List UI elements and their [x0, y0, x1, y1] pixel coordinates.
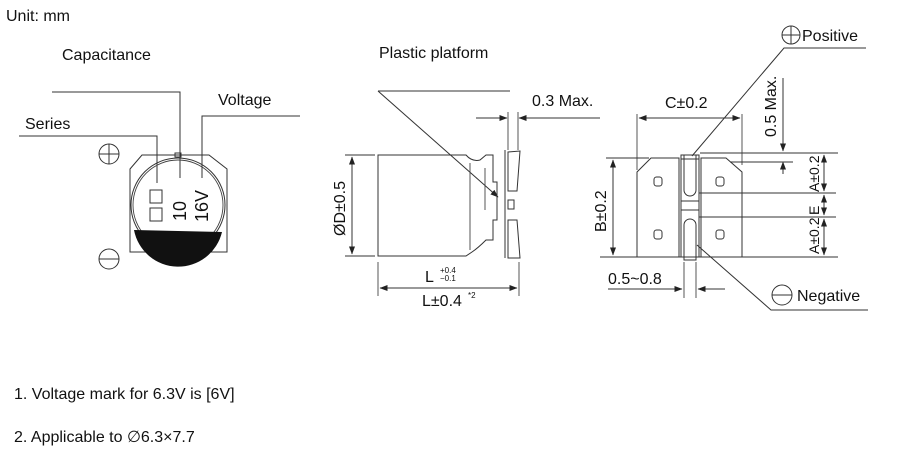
marking-voltage: 16V [192, 190, 212, 222]
length-alt-label: L±0.4 [422, 293, 462, 310]
left-pad [636, 157, 680, 258]
positive-symbol-icon [98, 143, 120, 165]
series-box-1 [149, 189, 163, 204]
c-label: C±0.2 [665, 95, 708, 112]
diameter-label: ØD±0.5 [332, 181, 349, 236]
gap-label: 0.3 Max. [532, 93, 593, 110]
plastic-platform-label: Plastic platform [379, 45, 488, 62]
pad-hole-1 [653, 176, 663, 187]
b-label: B±0.2 [593, 190, 610, 232]
length-label: L [425, 269, 434, 286]
positive-leader [691, 47, 866, 157]
a-label-top: A±0.2 [806, 155, 822, 192]
bottom-view: Positive C±0.2 0.5 Max. [593, 25, 868, 311]
right-pad [700, 157, 743, 258]
negative-icon [771, 284, 793, 306]
top-view-body [129, 154, 228, 253]
note-1: 1. Voltage mark for 6.3V is [6V] [14, 386, 235, 403]
pad-hole-3 [653, 229, 663, 240]
positive-terminal [683, 154, 697, 197]
capacitance-leader [52, 91, 181, 178]
length-tol-plus: +0.4 [440, 266, 456, 275]
negative-symbol-icon [98, 248, 120, 270]
terminal-width-label: 0.5~0.8 [608, 271, 662, 288]
length-tol-minus: −0.1 [440, 274, 456, 283]
terminal-stub [507, 199, 515, 210]
negative-label: Negative [797, 288, 860, 305]
capacitance-label: Capacitance [62, 47, 151, 64]
unit-label: Unit: mm [6, 8, 70, 25]
negative-terminal [683, 218, 697, 261]
pad-hole-2 [715, 176, 725, 187]
positive-label: Positive [802, 28, 858, 45]
platform-upper [507, 150, 521, 192]
side-view: Plastic platform 0.3 Max. ØD±0.5 L +0.4 … [332, 45, 600, 310]
platform-lower [507, 219, 521, 259]
negative-leader [696, 244, 868, 311]
platform-leader-arrow [377, 90, 499, 198]
series-label: Series [25, 116, 70, 133]
voltage-label: Voltage [218, 92, 271, 109]
max-label: 0.5 Max. [763, 76, 780, 137]
side-body [377, 154, 498, 257]
note-2: 2. Applicable to ∅6.3×7.7 [14, 429, 195, 446]
voltage-leader [201, 115, 300, 178]
positive-icon [781, 25, 801, 45]
length-alt-note: *2 [468, 291, 476, 300]
a-label-bottom: A±0.2 [806, 217, 822, 254]
top-view: Capacitance Voltage Series 10 16V [19, 47, 300, 270]
series-leader [19, 135, 158, 183]
e-label: E [806, 206, 822, 215]
series-box-2 [149, 207, 163, 222]
top-nub [174, 152, 182, 158]
marking-capacitance: 10 [170, 201, 190, 221]
pad-hole-4 [715, 229, 725, 240]
negative-band [134, 230, 222, 267]
